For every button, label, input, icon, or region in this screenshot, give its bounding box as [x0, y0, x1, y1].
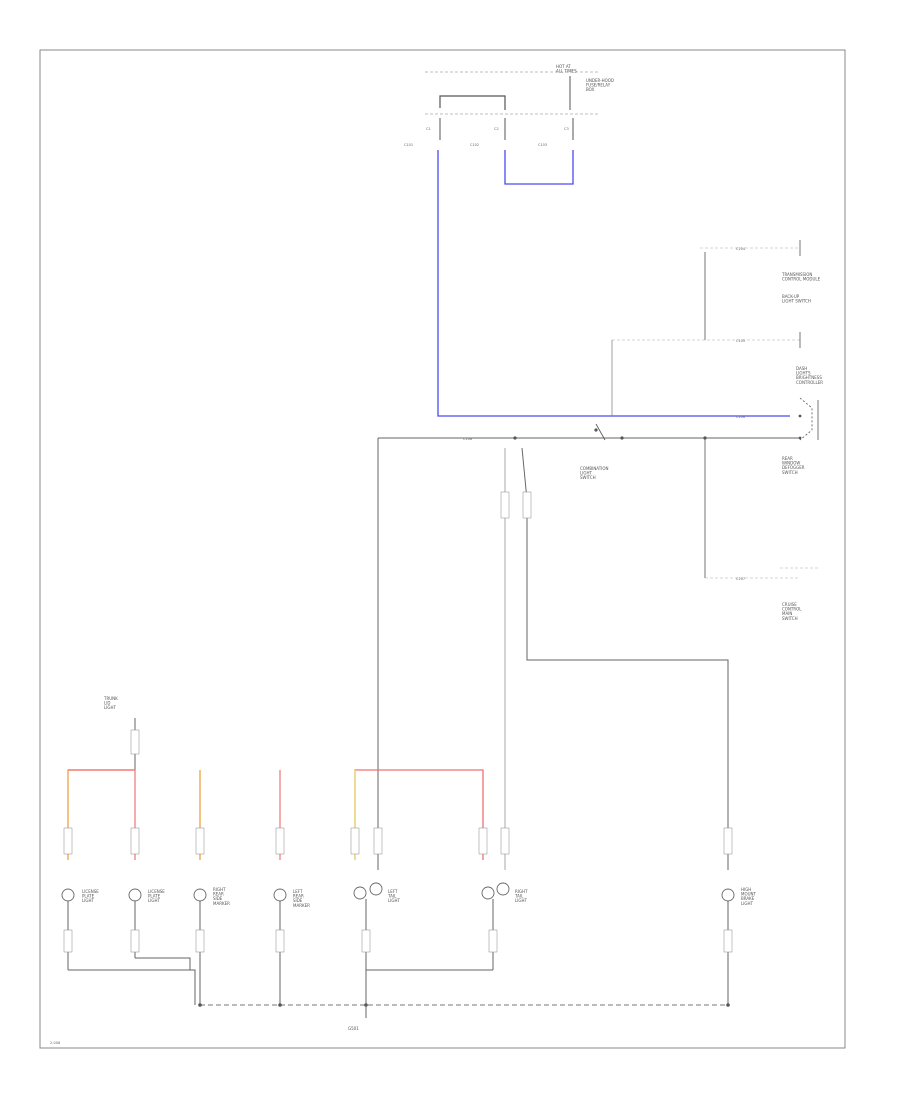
c2-label: C2 [494, 127, 499, 131]
blue-wire-main [437, 150, 790, 417]
ground-bus: G501 [198, 1003, 730, 1031]
conn-c105: C105 [736, 339, 745, 343]
conn-c106: C106 [736, 415, 745, 419]
conn-c102: C102 [470, 143, 479, 147]
conn-c101: C101 [404, 143, 413, 147]
conn-c103: C103 [538, 143, 547, 147]
lower-leads [63, 899, 733, 1005]
diagram-frame [39, 49, 846, 1049]
blue-wire-loop [504, 150, 574, 185]
wire-drop-b [521, 447, 729, 870]
c3-label: C3 [564, 127, 569, 131]
ground-label: G501 [348, 1026, 359, 1031]
connector-blocks [63, 827, 733, 855]
page-id: 2-006 [50, 1041, 60, 1045]
conn-c104: C104 [736, 247, 746, 251]
conn-c108: C108 [463, 437, 472, 441]
conn-c107: C107 [736, 577, 745, 581]
orange-wire-1 [67, 769, 135, 860]
c1-label: C1 [426, 127, 431, 131]
